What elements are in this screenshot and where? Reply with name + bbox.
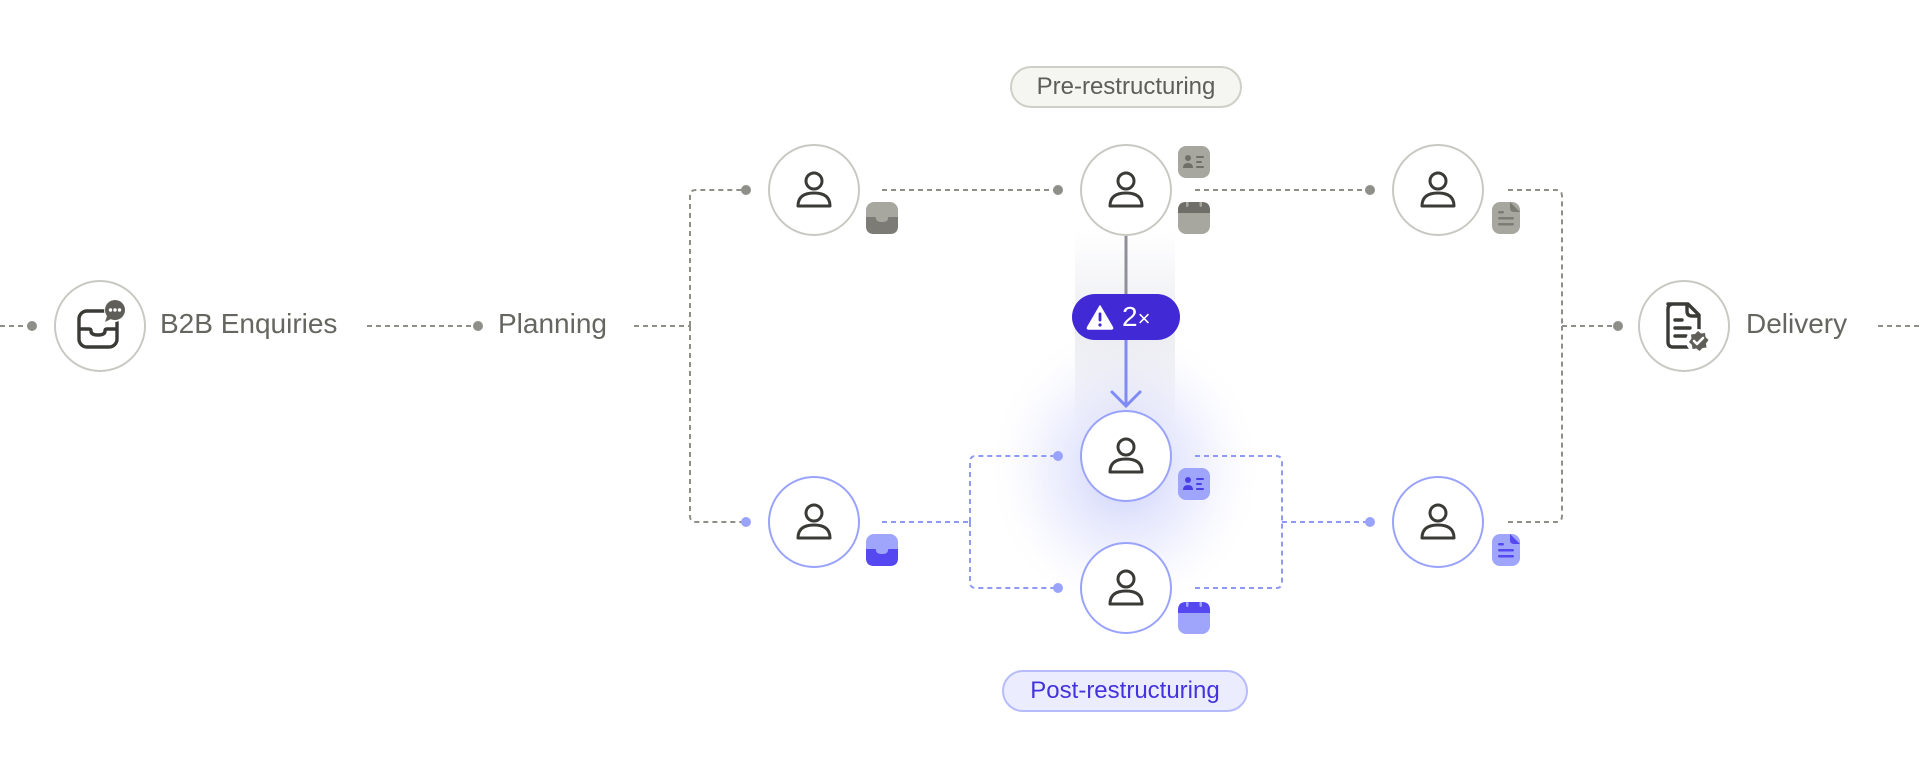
connector-post-2a-join [1195, 455, 1283, 522]
stage-node-enquiries[interactable] [54, 280, 146, 372]
stage-label-enquiries: B2B Enquiries [160, 308, 338, 339]
inbox-badge-post-1 [866, 534, 898, 566]
connector-branch-post-2b [969, 522, 1058, 589]
connector-branch-post-2a [969, 455, 1058, 522]
id-card-icon [1183, 477, 1204, 490]
connector-dot [1365, 517, 1375, 527]
person-node-pre-1[interactable] [768, 144, 860, 236]
pre-restructuring-label: Pre-restructuring [1036, 73, 1216, 100]
person-icon [796, 503, 832, 540]
document-badge-post-3 [1492, 534, 1520, 566]
calendar-icon [1178, 602, 1210, 613]
id-card-icon [1183, 155, 1204, 168]
connector-split-pre [689, 189, 746, 326]
connector-dot [27, 321, 37, 331]
connector-dot [1613, 321, 1623, 331]
inbox-icon [866, 549, 898, 566]
document-verified-icon [1666, 302, 1710, 353]
connector-dot [1053, 451, 1063, 461]
stage-label-planning: Planning [498, 308, 607, 339]
inbox-chat-icon [77, 299, 126, 349]
connector-dot [473, 321, 483, 331]
person-icon [1420, 503, 1456, 540]
connector-dot [741, 185, 751, 195]
connector-pre-merge [1508, 189, 1563, 326]
warning-count: 2× [1122, 301, 1151, 332]
calendar-badge-pre-2 [1178, 202, 1210, 234]
post-restructuring-label: Post-restructuring [1030, 677, 1220, 704]
document-icon [1498, 534, 1520, 558]
warning-triangle-icon [1086, 305, 1114, 330]
connector-dot [1365, 185, 1375, 195]
id-card-badge-post-2a [1178, 468, 1210, 500]
person-icon [1108, 171, 1144, 208]
connector-dot [1053, 583, 1063, 593]
person-node-post-1[interactable] [768, 476, 860, 568]
connector-post-2b-join [1195, 522, 1283, 589]
person-node-pre-3[interactable] [1392, 144, 1484, 236]
calendar-icon [1178, 202, 1210, 213]
stage-node-delivery[interactable] [1638, 280, 1730, 372]
person-icon [1108, 437, 1144, 474]
connector-dot [1053, 185, 1063, 195]
stage-label-delivery: Delivery [1746, 308, 1848, 339]
inbox-badge-pre-1 [866, 202, 898, 234]
connector-split-post [689, 326, 746, 523]
connector-post-merge [1508, 326, 1563, 523]
person-icon [1108, 569, 1144, 606]
person-node-pre-2[interactable] [1080, 144, 1172, 236]
calendar-badge-post-2b [1178, 602, 1210, 634]
document-icon [1498, 202, 1520, 226]
inbox-icon [866, 217, 898, 234]
warning-badge[interactable]: 2× [1072, 294, 1180, 340]
transition-arrowhead [1110, 390, 1142, 409]
document-badge-pre-3 [1492, 202, 1520, 234]
person-node-post-2b[interactable] [1080, 542, 1172, 634]
person-node-post-2a[interactable] [1080, 410, 1172, 502]
person-node-post-3[interactable] [1392, 476, 1484, 568]
post-restructuring-pill: Post-restructuring [1002, 670, 1248, 712]
connector-dot [741, 517, 751, 527]
person-icon [796, 171, 832, 208]
person-icon [1420, 171, 1456, 208]
id-card-badge-pre-2 [1178, 146, 1210, 178]
pre-restructuring-pill: Pre-restructuring [1010, 66, 1242, 108]
